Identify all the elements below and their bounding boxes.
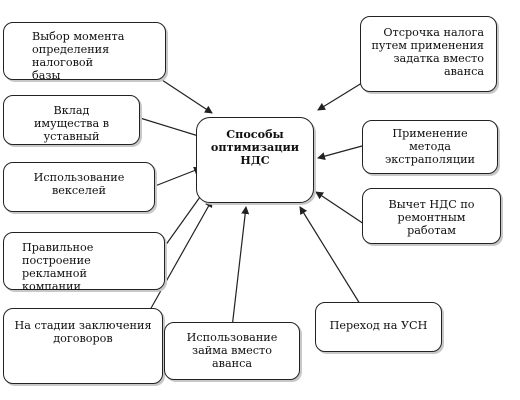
connector-arrow	[154, 166, 202, 187]
method-node-line: аванса	[443, 65, 484, 78]
method-node-line: договоров	[53, 332, 113, 345]
center-node-line: Способы	[226, 127, 284, 141]
method-node-line: Использование	[33, 171, 125, 184]
connector-arrow	[299, 206, 361, 305]
method-node-line: На стадии заключения	[14, 319, 152, 332]
method-node-line: построение рекламной	[22, 254, 91, 280]
method-node-deposit-deferral: Отсрочка налога путем применения задатка…	[360, 16, 497, 92]
method-node-bills-of-exchange: Использование векселей	[3, 162, 155, 212]
center-node-line: НДС	[240, 153, 270, 167]
center-node-optimization-methods: Способы оптимизации НДС	[196, 117, 314, 203]
method-node-line: Отсрочка налога	[383, 26, 484, 39]
method-node-extrapolation: Применение метода экстраполяции	[362, 120, 498, 174]
method-node-line: определения налоговой	[32, 43, 110, 69]
method-node-line: экстраполяции	[384, 153, 475, 166]
method-node-line: базы	[32, 69, 61, 82]
method-node-advertising-campaign: Правильное построение рекламной компании	[3, 232, 165, 293]
method-node-line: векселей	[52, 184, 106, 197]
method-node-line: уставный	[43, 130, 100, 143]
method-node-line: Переход на УСН	[329, 319, 428, 332]
method-node-line: имущества в	[33, 117, 110, 130]
method-node-repair-deduction: Вычет НДС по ремонтным работам	[362, 188, 501, 244]
connector-arrow	[231, 206, 250, 329]
method-node-contract-stage: На стадии заключения договоров	[3, 308, 163, 384]
method-node-line: Выбор момента	[32, 30, 125, 43]
method-node-line: путем применения	[371, 39, 484, 52]
method-node-line: займа вместо аванса	[192, 344, 272, 370]
arrow-group	[139, 77, 371, 329]
method-node-line: Правильное	[22, 241, 94, 254]
method-node-line: Использование	[186, 331, 278, 344]
method-node-line: компании	[22, 280, 81, 293]
method-node-line: метода	[409, 140, 451, 153]
method-node-line: Применение	[392, 127, 468, 140]
method-node-line: задатка вместо	[393, 52, 484, 65]
connector-arrow	[161, 79, 213, 114]
method-node-tax-base-moment: Выбор момента определения налоговой базы	[3, 22, 166, 82]
method-node-switch-to-usn: Переход на УСН	[315, 302, 442, 352]
method-node-line: Вычет НДС по	[388, 198, 475, 211]
connector-arrow	[315, 191, 365, 225]
method-node-property-contribution: Вклад имущества в уставный	[3, 95, 140, 145]
center-node-line: оптимизации	[210, 140, 300, 154]
method-node-loan-instead-of-advance: Использование займа вместо аванса	[164, 322, 300, 380]
method-node-line: Вклад	[53, 104, 90, 117]
connector-arrow	[317, 145, 363, 161]
method-node-line: ремонтным работам	[397, 211, 466, 237]
